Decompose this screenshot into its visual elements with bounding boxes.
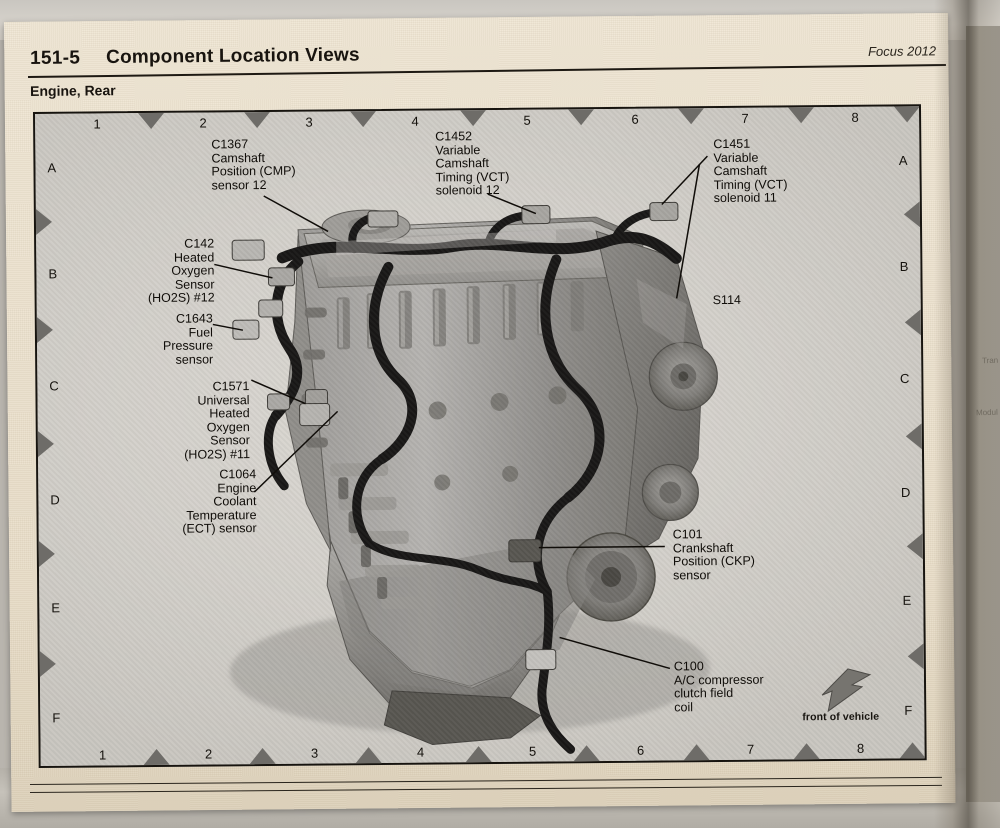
grid-column-label-bottom: 3 (310, 745, 319, 761)
grid-tick-right (905, 423, 922, 450)
grid-row-label-right: D (900, 484, 911, 500)
grid-row-label-left: C (49, 378, 59, 394)
grid-tick-bottom (249, 747, 276, 765)
grid-tick-top (787, 107, 815, 124)
grid-tick-bottom (465, 746, 492, 763)
grid-tick-top (893, 106, 921, 123)
adjacent-page-edge: Tran Modul (966, 26, 1000, 802)
grid-row-label-right: E (902, 592, 912, 608)
grid-tick-top (350, 111, 377, 128)
page-number: 151-5 (30, 47, 81, 69)
callout-c100: C100 A/C compressor clutch field coil (673, 659, 764, 715)
component-location-figure: 1 2 3 4 5 6 7 8 1 2 3 4 5 6 7 8 A B (33, 104, 927, 768)
grid-column-label-bottom: 8 (856, 740, 865, 756)
grid-tick-top (677, 108, 705, 125)
grid-tick-top (460, 110, 487, 127)
callout-c1571: C1571 Universal Heated Oxygen Sensor (HO… (184, 379, 251, 462)
engine-rear-photograph (229, 201, 718, 754)
grid-tick-left (35, 208, 53, 235)
grid-row-label-left: F (52, 710, 61, 726)
grid-tick-top (244, 111, 271, 129)
callout-c1451: C1451 Variable Camshaft Timing (VCT) sol… (713, 136, 788, 206)
callout-c1064: C1064 Engine Coolant Temperature (ECT) s… (182, 467, 257, 537)
grid-tick-bottom (683, 744, 710, 761)
grid-column-label-top: 5 (523, 112, 531, 128)
grid-column-label-top: 4 (411, 113, 419, 129)
grid-tick-right (903, 201, 921, 228)
grid-row-label-left: B (48, 266, 58, 282)
grid-column-label-top: 6 (631, 111, 639, 127)
grid-tick-bottom (573, 745, 600, 762)
grid-tick-left (38, 540, 55, 567)
grid-row-label-right: C (899, 370, 910, 386)
grid-column-label-top: 7 (741, 110, 749, 126)
grid-tick-right (906, 533, 923, 560)
grid-column-label-bottom: 5 (528, 743, 537, 759)
grid-column-label-top: 2 (199, 115, 207, 131)
grid-column-label-top: 8 (851, 109, 859, 125)
grid-row-label-right: A (898, 152, 908, 168)
callout-c1643: C1643 Fuel Pressure sensor (162, 311, 214, 367)
section-subtitle: Engine, Rear (30, 82, 116, 99)
grid-tick-left (37, 430, 55, 457)
grid-tick-top (567, 109, 595, 126)
grid-column-label-bottom: 2 (204, 746, 213, 762)
grid-tick-bottom (793, 743, 820, 760)
grid-column-label-bottom: 4 (416, 744, 425, 760)
grid-row-label-left: E (51, 600, 61, 616)
grid-row-label-right: F (904, 702, 913, 718)
adjacent-page-text-fragment: Tran (981, 355, 999, 366)
grid-column-label-top: 3 (305, 114, 313, 130)
grid-column-label-bottom: 1 (98, 747, 107, 763)
grid-tick-left (36, 316, 54, 343)
grid-row-label-left: D (50, 492, 60, 508)
grid-tick-right (904, 309, 921, 336)
grid-tick-top (138, 112, 165, 130)
grid-row-label-left: A (47, 160, 57, 176)
grid-row-label-right: B (899, 258, 909, 274)
grid-tick-bottom (143, 748, 170, 766)
callout-c1367: C1367 Camshaft Position (CMP) sensor 12 (211, 137, 296, 193)
grid-tick-bottom (899, 742, 926, 759)
grid-tick-left (39, 650, 56, 677)
page-title: Component Location Views (106, 44, 360, 68)
callout-c101: C101 Crankshaft Position (CKP) sensor (672, 527, 755, 583)
model-year-label: Focus 2012 (868, 43, 937, 59)
front-of-vehicle-label: front of vehicle (802, 710, 880, 724)
callout-c1452: C1452 Variable Camshaft Timing (VCT) sol… (435, 129, 510, 198)
grid-column-label-bottom: 7 (746, 741, 755, 757)
grid-column-label-top: 1 (93, 116, 101, 132)
callout-s114: S114 (712, 292, 741, 308)
grid-tick-bottom (355, 746, 382, 764)
adjacent-page-text-fragment: Modul (976, 407, 999, 418)
grid-tick-right (907, 643, 924, 670)
front-of-vehicle-arrow-icon (821, 668, 872, 713)
callout-c142: C142 Heated Oxygen Sensor (HO2S) #12 (147, 236, 215, 306)
grid-column-label-bottom: 6 (636, 742, 645, 758)
